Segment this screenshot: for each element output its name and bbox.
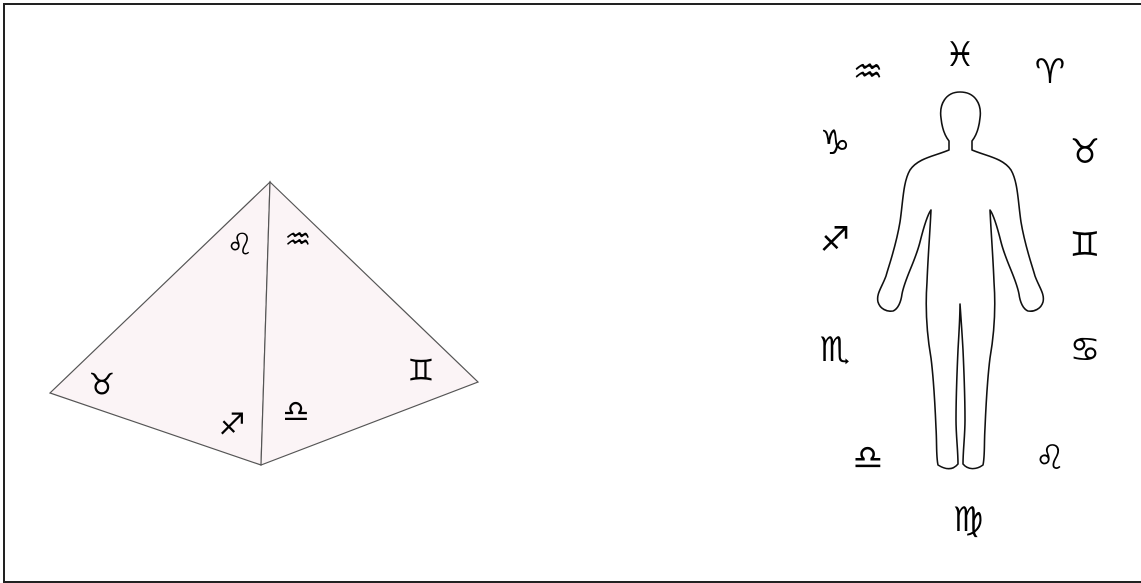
aries-icon: ♈ (1035, 52, 1065, 92)
zodiac-diagram: ♌ ♒ ♉ ♊ ♐ ♎ ♓ ♈ ♉ ♊ ♋ ♌ ♍ ♎ ♏ ♐ ♑ ♒ (48, 35, 1100, 540)
gemini-icon: ♊ (1070, 225, 1100, 265)
pyramid-sagittarius-icon: ♐ (219, 408, 246, 443)
sagittarius-icon: ♐ (820, 220, 850, 260)
pyramid-leo-icon: ♌ (227, 228, 254, 263)
pyramid-right-face (260, 180, 480, 466)
pisces-icon: ♓ (945, 35, 975, 75)
cancer-icon: ♋ (1070, 330, 1100, 370)
pyramid-aquarius-icon: ♒ (285, 223, 312, 258)
pyramid-libra-icon: ♎ (283, 395, 310, 430)
pyramid: ♌ ♒ ♉ ♊ ♐ ♎ (48, 180, 480, 466)
aquarius-icon: ♒ (853, 52, 883, 92)
zodiac-man: ♓ ♈ ♉ ♊ ♋ ♌ ♍ ♎ ♏ ♐ ♑ ♒ (820, 35, 1100, 540)
pyramid-gemini-icon: ♊ (408, 354, 435, 389)
virgo-icon: ♍ (953, 500, 983, 540)
scorpio-icon: ♏ (820, 330, 850, 370)
human-figure-outline (876, 91, 1045, 470)
pyramid-taurus-icon: ♉ (89, 368, 116, 403)
taurus-icon: ♉ (1070, 132, 1100, 172)
capricorn-icon: ♑ (820, 123, 850, 163)
libra-icon: ♎ (853, 438, 883, 478)
leo-icon: ♌ (1035, 438, 1065, 478)
